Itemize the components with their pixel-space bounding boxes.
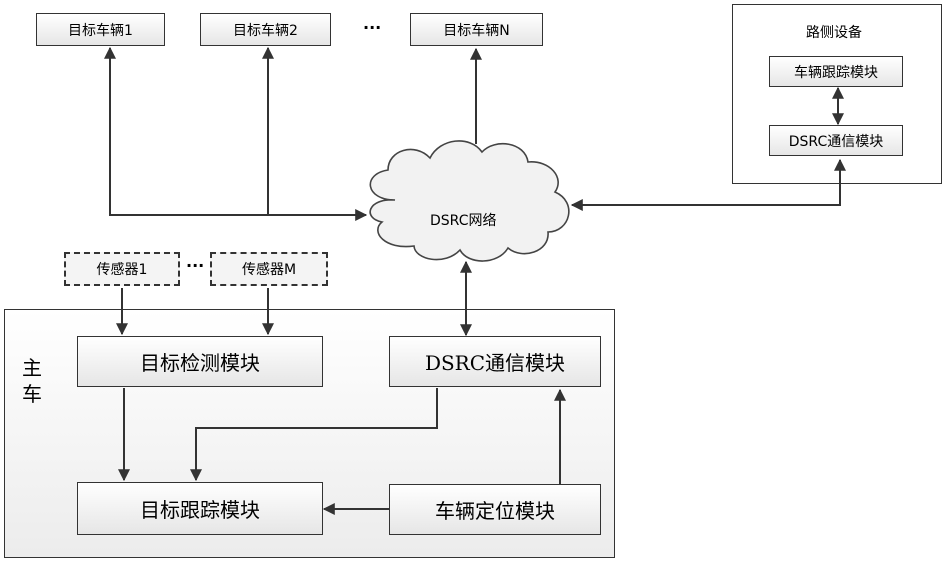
target-vehicle-2-box: 目标车辆2 bbox=[200, 13, 331, 46]
dsrc-to-tracking-arrow bbox=[196, 388, 437, 480]
host-positioning-label: 车辆定位模块 bbox=[435, 495, 555, 524]
sensor-1-label: 传感器1 bbox=[97, 259, 148, 279]
roadside-unit-title: 路侧设备 bbox=[806, 22, 862, 42]
host-positioning-module: 车辆定位模块 bbox=[389, 484, 601, 535]
host-dsrc-label: DSRC通信模块 bbox=[425, 347, 565, 376]
roadside-dsrc-module: DSRC通信模块 bbox=[769, 125, 903, 156]
host-dsrc-module: DSRC通信模块 bbox=[389, 336, 601, 387]
dsrc-network-label: DSRC网络 bbox=[430, 210, 496, 230]
target-vehicle-1-box: 目标车辆1 bbox=[36, 13, 165, 46]
roadside-dsrc-label: DSRC通信模块 bbox=[789, 131, 883, 151]
host-detection-label: 目标检测模块 bbox=[140, 347, 260, 376]
target-vehicle-N-label: 目标车辆N bbox=[443, 20, 509, 40]
roadside-tracking-label: 车辆跟踪模块 bbox=[794, 62, 878, 82]
sensor-M-label: 传感器M bbox=[242, 259, 296, 279]
sensors-ellipsis: ··· bbox=[186, 256, 204, 275]
network-roadside-link bbox=[572, 160, 840, 205]
roadside-tracking-module: 车辆跟踪模块 bbox=[769, 56, 903, 87]
host-vehicle-label: 主车 bbox=[22, 355, 44, 407]
sensor-1-box: 传感器1 bbox=[64, 252, 180, 286]
target-vehicles-ellipsis: ··· bbox=[363, 18, 381, 37]
host-tracking-label: 目标跟踪模块 bbox=[140, 494, 260, 523]
target-vehicle-1-label: 目标车辆1 bbox=[68, 20, 133, 40]
vehicles-bus-line bbox=[110, 48, 366, 215]
dsrc-network-cloud bbox=[370, 141, 569, 261]
sensor-M-box: 传感器M bbox=[210, 252, 328, 286]
target-vehicle-N-box: 目标车辆N bbox=[410, 13, 543, 46]
host-detection-module: 目标检测模块 bbox=[77, 336, 323, 387]
host-tracking-module: 目标跟踪模块 bbox=[77, 482, 323, 535]
target-vehicle-2-label: 目标车辆2 bbox=[233, 20, 298, 40]
